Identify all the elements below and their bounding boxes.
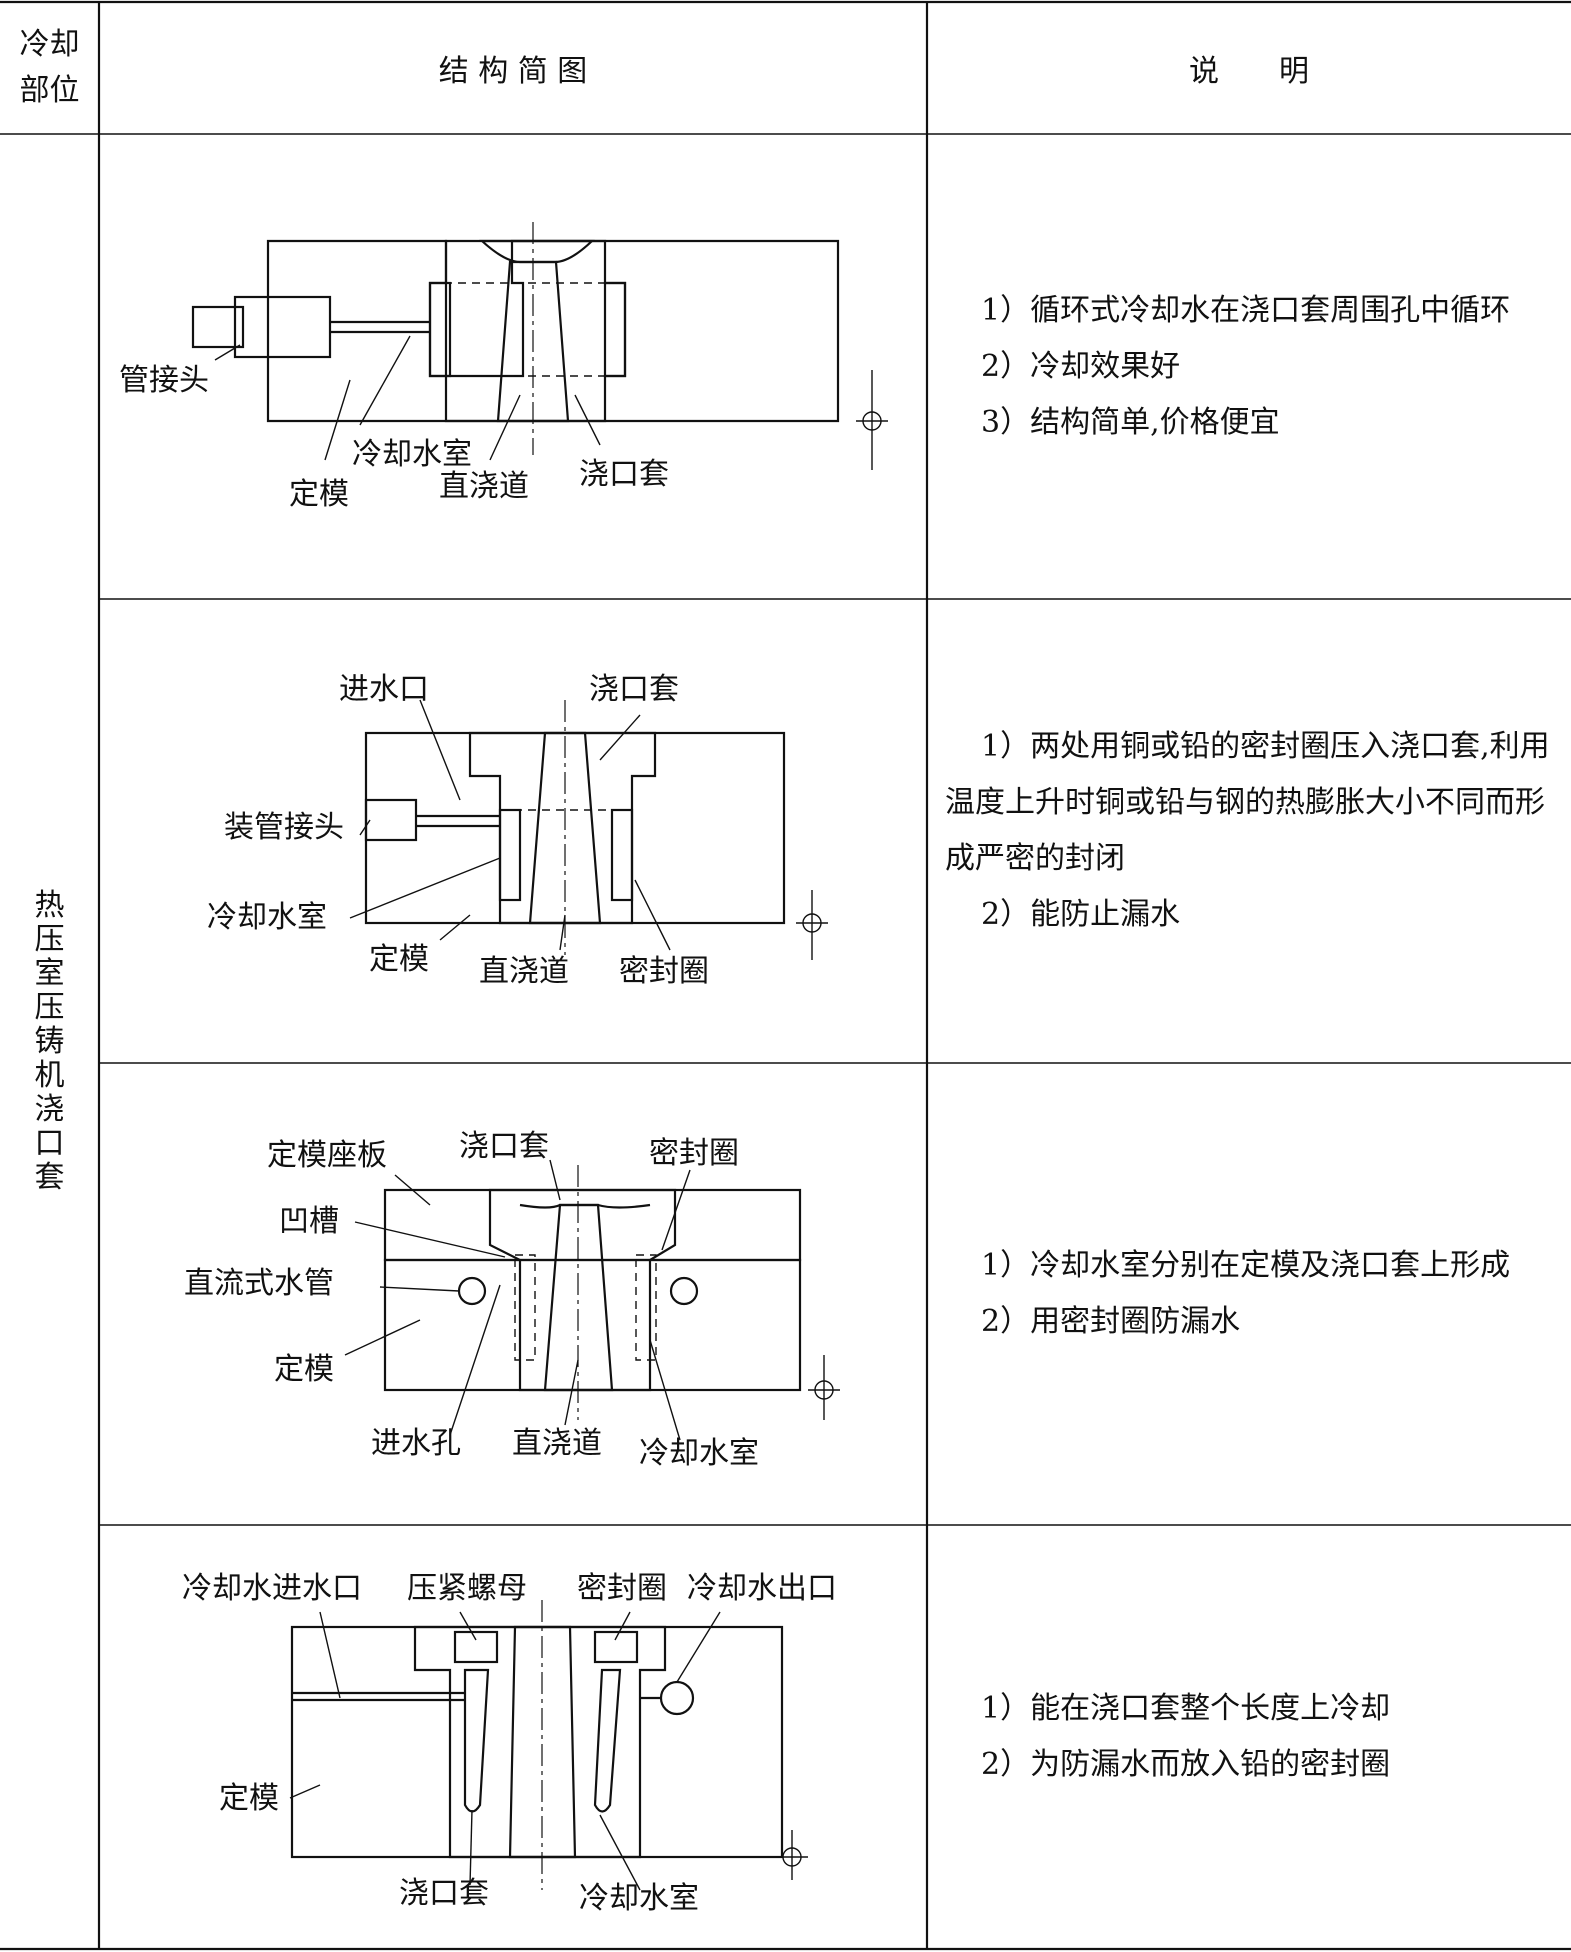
sprue-channel: [496, 260, 570, 423]
note-4-2: 2）为防漏水而放入铅的密封圈: [981, 1747, 1391, 1782]
label-clamp-nut: 压紧螺母: [407, 1571, 527, 1606]
description-row-2: 1）两处用铜或铅的密封圈压入浇口套,利用温度上升时铜或铅与钢的热膨胀大小不同而形…: [927, 599, 1571, 1063]
sprue-channel: [508, 1625, 577, 1859]
side-label: 热压室压铸机浇口套: [34, 887, 65, 1195]
label-sprue: 直浇道: [439, 469, 529, 504]
cooling-chamber-left: [463, 1668, 490, 1813]
label-cooling-chamber: 冷却水室: [639, 1436, 759, 1471]
label-water-inlet: 进水口: [339, 672, 429, 707]
label-fixed-die: 定模: [274, 1352, 334, 1387]
cooling-chamber-left: [498, 808, 522, 902]
die-block: [383, 1258, 802, 1392]
label-seal: 密封圈: [649, 1136, 739, 1171]
label-water-inlet: 冷却水进水口: [182, 1571, 362, 1606]
label-seal: 密封圈: [619, 954, 709, 989]
die-block: [290, 1625, 784, 1859]
cooling-chamber-right: [603, 281, 627, 378]
diagram-4: 冷却水进水口 压紧螺母 密封圈 冷却水出口 定模 浇口套 冷却水室: [182, 1571, 837, 1916]
label-seal: 密封圈: [577, 1571, 667, 1606]
cooling-chamber-left: [514, 1254, 536, 1361]
sprue-bush: [468, 731, 657, 925]
label-straight-water-pipe: 直流式水管: [184, 1266, 334, 1301]
note-1-2: 2）冷却效果好: [981, 348, 1181, 384]
cooling-chamber-left: [428, 281, 452, 378]
label-sprue: 直浇道: [479, 954, 569, 989]
cooling-chamber-right: [635, 1254, 657, 1361]
header-cooling-location: 冷却部位: [0, 2, 99, 134]
diagram-2: 进水口 浇口套 装管接头 冷却水室 定模 直浇道 密封圈: [207, 672, 828, 989]
label-sprue-bush: 浇口套: [589, 672, 679, 707]
water-pipe-left: [457, 1276, 487, 1306]
seal-left: [453, 1630, 499, 1664]
label-sprue-bush: 浇口套: [399, 1876, 489, 1911]
label-sprue-bush: 浇口套: [459, 1129, 549, 1164]
label-fixed-die: 定模: [369, 942, 429, 977]
label-pipe-fitting: 管接头: [119, 363, 209, 398]
cooling-chamber-right: [610, 808, 634, 902]
diagram-1: 管接头 冷却水室 定模 直浇道 浇口套: [119, 222, 888, 512]
pipe-fitting: [233, 295, 332, 359]
sprue-channel: [528, 731, 602, 925]
note-3-1: 1）冷却水室分别在定模及浇口套上形成: [981, 1248, 1511, 1283]
description-row-3: 1）冷却水室分别在定模及浇口套上形成 2）用密封圈防漏水: [927, 1063, 1571, 1525]
fixed-die-plate: [383, 1188, 802, 1262]
label-cooling-chamber: 冷却水室: [579, 1881, 699, 1916]
header-col1-text: 冷却部位: [19, 27, 80, 108]
label-fixed-die: 定模: [219, 1781, 279, 1816]
label-sprue-bush: 浇口套: [579, 457, 669, 492]
header-structure-diagram: 结 构 简 图: [438, 54, 588, 89]
side-label-cell: 热压室压铸机浇口套: [0, 134, 99, 1949]
seal-right: [593, 1630, 639, 1664]
water-pipe-right: [669, 1276, 699, 1306]
die-block: [364, 731, 786, 925]
note-1-1: 1）循环式冷却水在浇口套周围孔中循环: [981, 292, 1511, 328]
outlet-pipe: [659, 1680, 695, 1716]
note-2-1: 1）两处用铜或铅的密封圈压入浇口套,利用温度上升时铜或铅与钢的热膨胀大小不同而形…: [945, 729, 1550, 876]
sprue-bush: [444, 239, 627, 423]
label-fixed-die: 定模: [289, 477, 349, 512]
description-row-1: 1）循环式冷却水在浇口套周围孔中循环 2）冷却效果好 3）结构简单,价格便宜: [927, 134, 1571, 599]
note-4-1: 1）能在浇口套整个长度上冷却: [981, 1691, 1391, 1726]
label-sprue: 直浇道: [512, 1426, 602, 1461]
pipe-fitting-hole: [364, 798, 418, 842]
label-water-outlet: 冷却水出口: [687, 1571, 837, 1606]
note-3-2: 2）用密封圈防漏水: [981, 1304, 1241, 1339]
label-water-hole: 进水孔: [371, 1426, 461, 1461]
description-row-4: 1）能在浇口套整个长度上冷却 2）为防漏水而放入铅的密封圈: [927, 1525, 1571, 1949]
note-2-2: 2）能防止漏水: [981, 897, 1181, 932]
cooling-chamber-right: [593, 1668, 622, 1813]
diagram-3: 定模座板 浇口套 密封圈 凹槽 直流式水管 定模 进水孔 直浇道 冷却水室: [184, 1129, 840, 1471]
label-cooling-chamber: 冷却水室: [207, 900, 327, 935]
sprue-bush: [413, 1625, 667, 1859]
label-fitting: 装管接头: [224, 810, 344, 845]
label-cooling-chamber: 冷却水室: [352, 437, 472, 472]
note-1-3: 3）结构简单,价格便宜: [981, 404, 1280, 440]
header-description: 说 明: [1189, 54, 1309, 89]
sprue-bush: [488, 1188, 677, 1392]
label-fixed-die-plate: 定模座板: [267, 1138, 387, 1173]
label-groove: 凹槽: [279, 1204, 339, 1239]
